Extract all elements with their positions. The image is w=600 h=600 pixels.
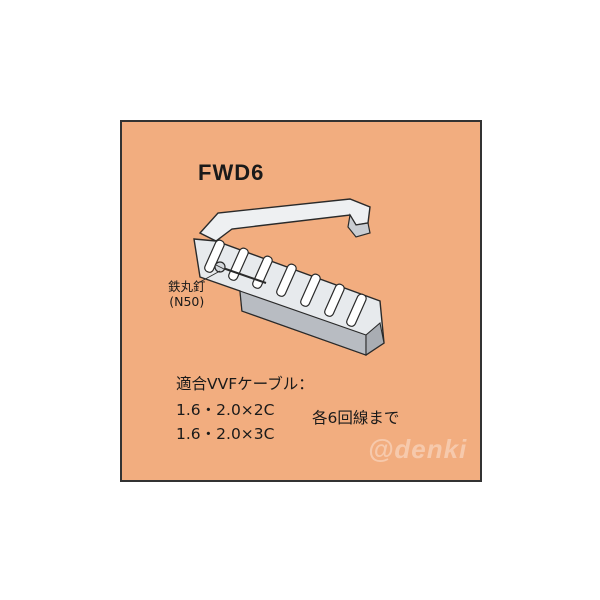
clip-base-end — [365, 321, 385, 357]
clip-lid-latch — [347, 213, 371, 238]
slot-post — [300, 273, 321, 307]
callout-leader — [197, 270, 221, 284]
slot-post — [324, 283, 345, 317]
nail-callout-name: 鉄丸釘 — [168, 279, 206, 294]
spec-note: 各6回線まで — [312, 409, 400, 427]
slot-post — [346, 293, 367, 327]
cable-clip-illustration — [193, 198, 385, 357]
cable-slots — [204, 239, 367, 327]
spec-line-3c: 1.6・2.0×3C — [176, 425, 275, 443]
nail-callout-size: (N50) — [169, 294, 205, 309]
clip-lid — [198, 198, 371, 242]
spec-line-2c: 1.6・2.0×2C — [176, 401, 275, 419]
spec-title: 適合VVFケーブル： — [176, 375, 314, 393]
slot-post — [276, 263, 297, 297]
nail-callout: 鉄丸釘 (N50) — [168, 279, 206, 309]
slot-post — [204, 239, 225, 273]
model-name: FWD6 — [198, 160, 265, 185]
watermark: @denki — [368, 434, 468, 464]
nail-icon — [214, 261, 267, 284]
